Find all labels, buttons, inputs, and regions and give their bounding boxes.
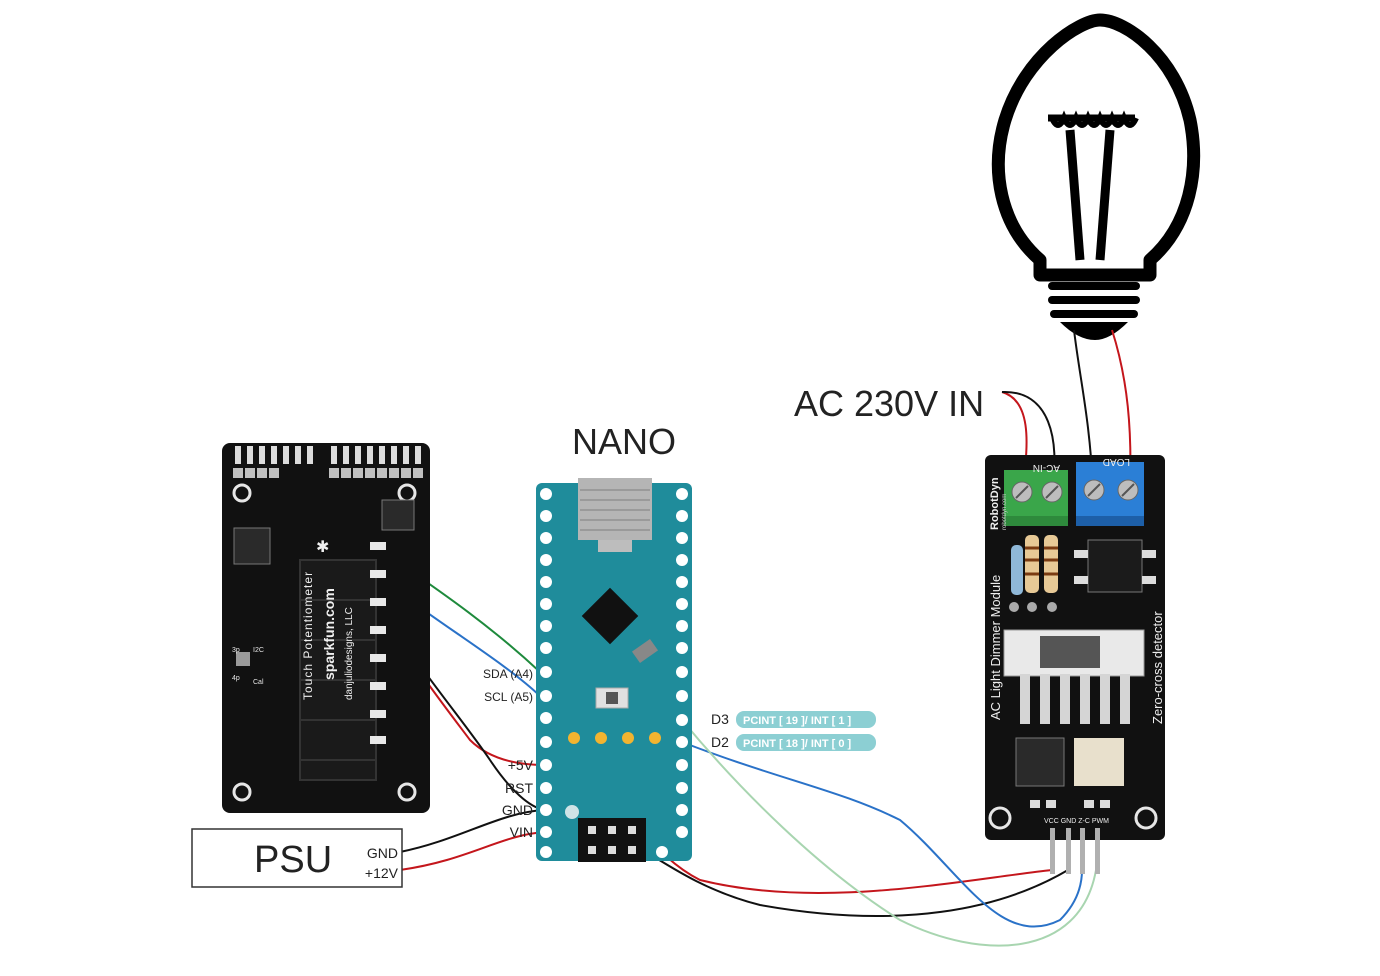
- resistors: [1009, 535, 1058, 612]
- wire-d3-to-pwm: [681, 719, 1097, 947]
- touch-board-title: Touch Potentiometer: [301, 571, 315, 700]
- jumper-label-cal: Cal: [253, 679, 264, 686]
- optocoupler-moc: [1015, 737, 1065, 787]
- terminal-ac-in-label: AC-IN: [1033, 462, 1060, 473]
- pin-label-d3: D3: [711, 711, 729, 727]
- bridge-rectifier: [1087, 539, 1143, 593]
- touch-board-brand: sparkfun.com: [321, 588, 337, 680]
- pin-label-sda: SDA (A4): [483, 667, 533, 681]
- touch-board-maker: danjuliodesigns, LLC: [344, 607, 355, 700]
- psu-box: PSU GND +12V: [191, 828, 403, 888]
- sparkfun-flame-icon: ✱: [316, 539, 329, 556]
- pin-label-gnd: GND: [502, 802, 533, 818]
- nano-title: NANO: [572, 421, 676, 462]
- terminal-load-label: LOAD: [1103, 456, 1130, 467]
- nano-pin-holes-right: [656, 488, 688, 858]
- d3-tag-background: [736, 711, 876, 728]
- touch-potentiometer-board: 3p 4p I2C Cal Touch Potentiometer sparkf…: [222, 443, 430, 813]
- psu-gnd-label: GND: [367, 845, 398, 861]
- dimmer-pin-labels: VCC GND Z-C PWM: [1044, 818, 1109, 825]
- pin-tag-d3: PCINT [ 19 ]/ INT [ 1 ]: [743, 715, 852, 727]
- jumper-label-3p: 3p: [232, 647, 240, 654]
- wire-psu-12v: [399, 831, 546, 871]
- optocoupler-pc817: [1074, 738, 1124, 786]
- arduino-nano: NANO: [483, 421, 876, 862]
- led-column: [370, 542, 386, 744]
- pin-label-d2: D2: [711, 734, 729, 750]
- microcontroller-chip: [581, 587, 639, 645]
- wire-psu-gnd: [399, 809, 546, 853]
- dimmer-header-pins: [1050, 828, 1100, 874]
- ac-input-label: AC 230V IN: [794, 383, 984, 424]
- light-bulb-icon: [991, 13, 1201, 340]
- dimmer-module-title: AC Light Dimmer Module: [988, 575, 1003, 720]
- psu-12v-label: +12V: [365, 865, 399, 881]
- pin-label-scl: SCL (A5): [484, 690, 533, 704]
- wire-d2-to-zc: [681, 741, 1083, 928]
- pin-label-5v: +5V: [508, 757, 534, 773]
- pin-label-vin: VIN: [510, 824, 533, 840]
- dimmer-brand: RobotDyn: [989, 477, 1001, 530]
- touch-pad: [299, 559, 377, 781]
- heatsink: [1003, 629, 1145, 724]
- psu-label: PSU: [254, 839, 332, 881]
- jumper-label-4p: 4p: [232, 675, 240, 682]
- icsp-header: [578, 818, 646, 862]
- dimmer-url: robotdyn.com: [1002, 494, 1008, 530]
- header-pins: [235, 446, 421, 464]
- dimmer-detector-label: Zero-cross detector: [1150, 611, 1165, 724]
- jumper-label-i2c: I2C: [253, 647, 264, 654]
- d2-tag-background: [736, 734, 876, 751]
- nano-pin-holes-left: [540, 488, 552, 858]
- ac-dimmer-module: AC 230V IN AC-IN LOAD: [794, 383, 1165, 874]
- pin-label-rst: RST: [505, 780, 533, 796]
- pin-tag-d2: PCINT [ 18 ]/ INT [ 0 ]: [743, 738, 852, 750]
